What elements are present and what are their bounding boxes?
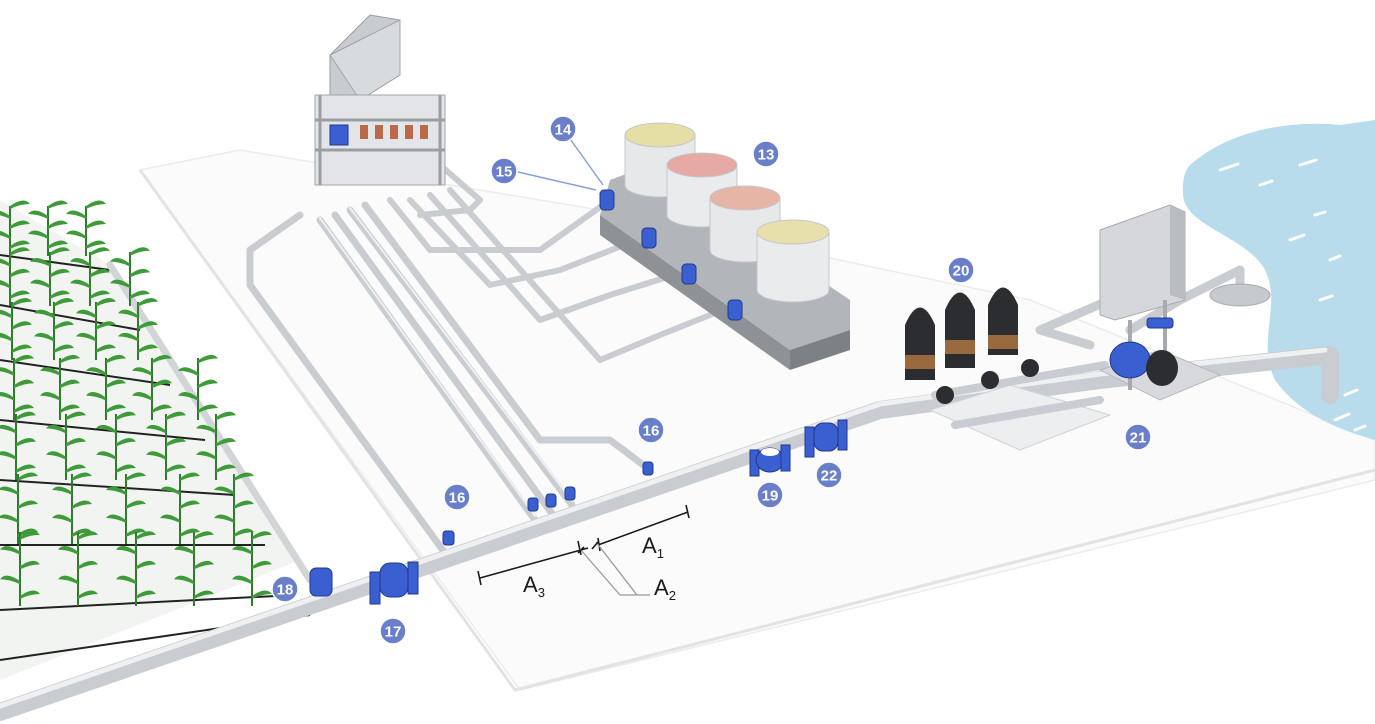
dosing-pipes xyxy=(246,162,738,564)
drip-lines xyxy=(0,254,311,661)
filter-1-icon xyxy=(905,307,935,380)
svg-text:13: 13 xyxy=(758,147,775,164)
svg-text:14: 14 xyxy=(555,122,572,139)
plant xyxy=(58,531,98,606)
plant xyxy=(106,472,146,544)
inline-valves xyxy=(309,317,1174,605)
injection-valve-3-icon xyxy=(545,493,557,508)
water-meter-19-icon xyxy=(749,444,791,477)
injection-valve-5-icon xyxy=(642,461,654,476)
plant xyxy=(0,247,30,306)
filter-station xyxy=(905,287,1112,451)
dim-a1-line xyxy=(597,511,689,546)
tank-valve-2-icon xyxy=(641,227,657,249)
plant xyxy=(0,531,40,606)
dim-a2-label: A2 xyxy=(654,575,676,603)
plant xyxy=(214,472,254,544)
valve-18-icon xyxy=(309,567,333,597)
callout-14: 14 xyxy=(549,115,577,143)
fertilizer-tanks xyxy=(599,122,850,370)
callout-22: 22 xyxy=(815,461,843,489)
valve-17-icon xyxy=(369,561,419,605)
svg-text:22: 22 xyxy=(821,468,838,485)
svg-text:20: 20 xyxy=(953,263,970,280)
dim-a3-line xyxy=(479,547,589,579)
plant xyxy=(178,354,218,420)
plant xyxy=(110,247,150,306)
tank-valve-1-icon xyxy=(599,189,615,211)
plant xyxy=(46,411,86,480)
plant xyxy=(0,200,30,256)
callout-18: 18 xyxy=(271,575,299,603)
plant xyxy=(146,411,186,480)
plant xyxy=(28,200,68,256)
dim-a3-label: A3 xyxy=(523,572,545,600)
plant xyxy=(116,531,156,606)
tank-valve-4-icon xyxy=(727,299,743,321)
callout-16-upper: 16 xyxy=(637,416,665,444)
injection-valve-2-icon xyxy=(527,497,539,512)
plant xyxy=(52,472,92,544)
plant xyxy=(232,531,272,606)
fertigation-unit xyxy=(314,14,446,186)
callout-14-leader xyxy=(567,135,604,186)
callout-21: 21 xyxy=(1124,423,1152,451)
callout-19: 19 xyxy=(756,481,784,509)
crop-field xyxy=(0,200,314,680)
fertigation-pump-icon xyxy=(329,124,349,146)
callout-15-leader xyxy=(517,171,597,191)
svg-text:15: 15 xyxy=(496,164,513,181)
pump-valve-icon xyxy=(1146,317,1174,329)
main-line xyxy=(0,265,1339,721)
valve-22-icon xyxy=(804,419,848,458)
plant xyxy=(160,472,200,544)
plant xyxy=(70,247,110,306)
filter-3-icon xyxy=(988,287,1018,355)
tank-4 xyxy=(756,219,830,303)
intake-strainer xyxy=(1209,283,1271,307)
pump-icon xyxy=(1109,341,1178,386)
plant xyxy=(66,200,106,256)
plant xyxy=(132,354,172,420)
field-manifold-pipe xyxy=(106,261,314,584)
svg-text:16: 16 xyxy=(449,490,466,507)
tank-valve-3-icon xyxy=(681,263,697,285)
plant xyxy=(76,298,116,360)
callout-16-lower: 16 xyxy=(443,483,471,511)
injection-valve-4-icon xyxy=(564,486,576,501)
plant xyxy=(96,411,136,480)
dimension-lines xyxy=(477,504,690,596)
pump-station xyxy=(1098,204,1271,401)
plant xyxy=(86,354,126,420)
plant xyxy=(196,411,236,480)
plant xyxy=(0,411,36,480)
plant xyxy=(30,247,70,306)
callout-15: 15 xyxy=(490,157,518,185)
filter-2-icon xyxy=(945,292,975,368)
injection-valve-1-icon xyxy=(442,530,455,546)
callout-17: 17 xyxy=(379,617,407,645)
plants xyxy=(0,200,272,606)
plant xyxy=(0,298,32,360)
svg-text:21: 21 xyxy=(1130,430,1147,447)
plant xyxy=(118,298,158,360)
svg-text:16: 16 xyxy=(643,423,660,440)
svg-text:19: 19 xyxy=(762,488,779,505)
svg-text:18: 18 xyxy=(277,582,294,599)
plant xyxy=(34,298,74,360)
plant xyxy=(40,354,80,420)
callout-13: 13 xyxy=(752,140,780,168)
svg-text:17: 17 xyxy=(385,624,402,641)
plant xyxy=(0,354,34,420)
callout-20: 20 xyxy=(947,256,975,284)
dim-a1-label: A1 xyxy=(642,533,664,561)
plant xyxy=(174,531,214,606)
